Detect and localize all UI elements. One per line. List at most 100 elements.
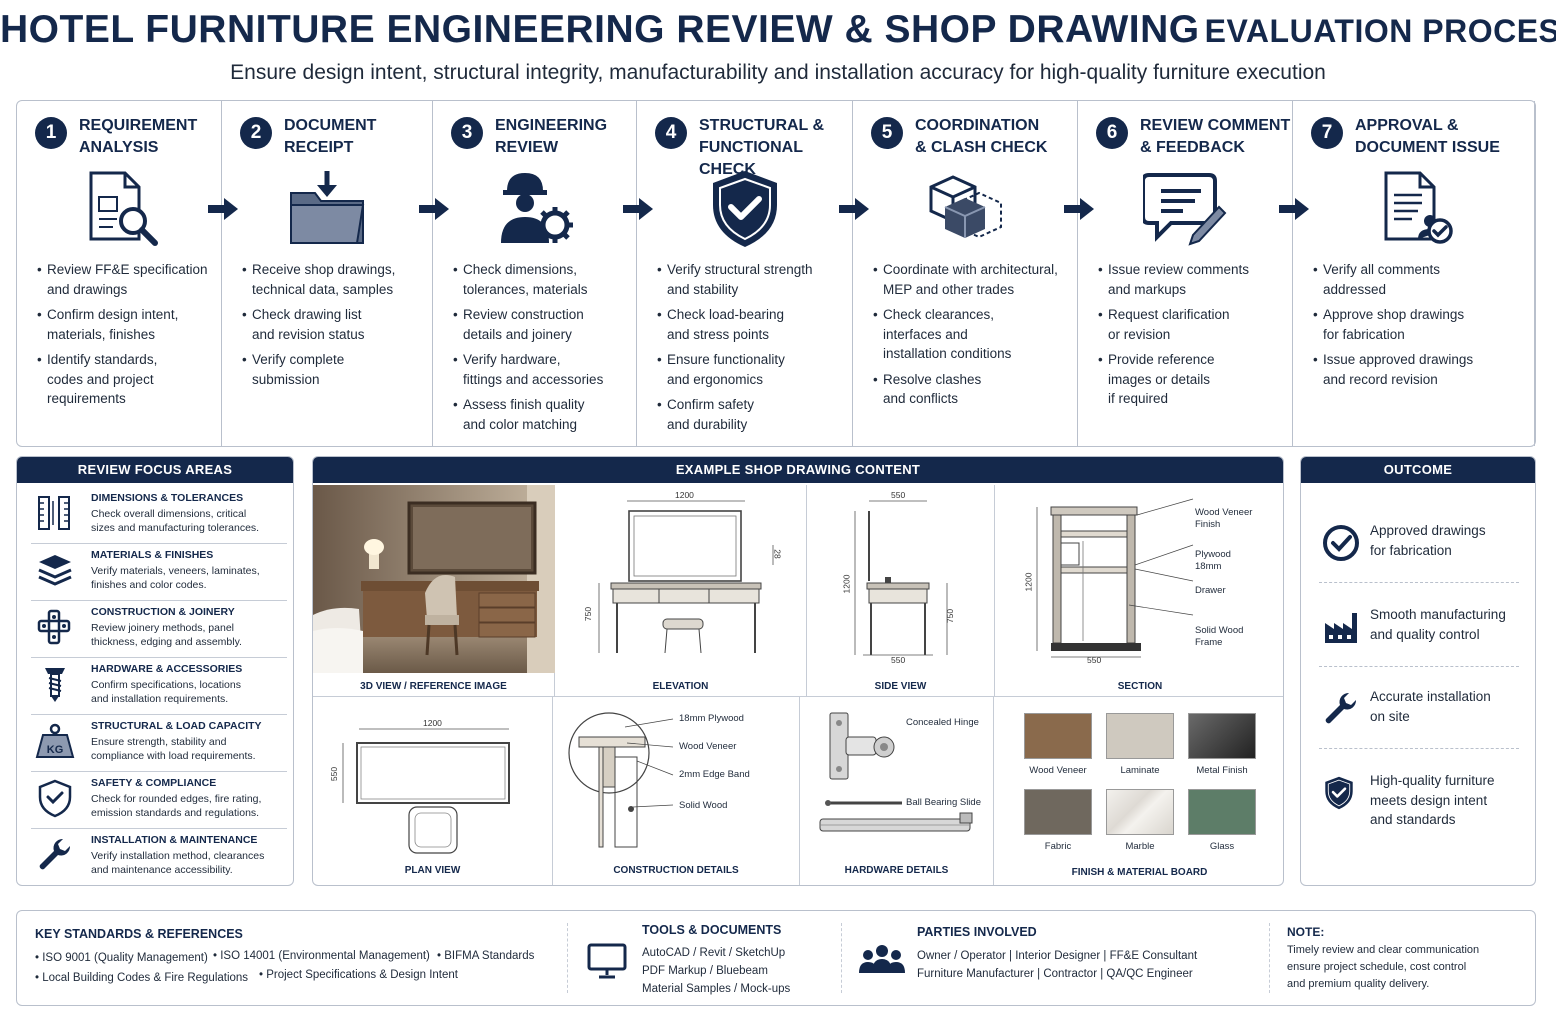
- hardware-details-drawing: [819, 712, 973, 832]
- outcome-text: Smooth manufacturing and quality control: [1370, 607, 1506, 642]
- tools-heading: TOOLS & DOCUMENTS: [642, 923, 782, 937]
- side-view-drawing: [854, 500, 948, 656]
- outcome-item-4: High-quality furniture meets design inte…: [1319, 749, 1519, 845]
- label-section: SECTION: [1117, 681, 1163, 692]
- dim-side-height: 1200: [841, 574, 852, 594]
- page-title: HOTEL FURNITURE ENGINEERING REVIEW & SHO…: [0, 8, 1556, 52]
- label-elevation: ELEVATION: [652, 681, 709, 692]
- safety-shield-icon: [35, 778, 75, 818]
- step-bullet: Receive shop drawings, technical data, s…: [242, 260, 426, 299]
- wrench-icon: [1321, 689, 1357, 725]
- swatch-label: Wood Veneer: [1029, 765, 1087, 776]
- note-heading: NOTE:: [1287, 925, 1325, 939]
- bottom-divider-3: [1269, 923, 1270, 993]
- process-step-4: 4 STRUCTURAL & FUNCTIONAL CHECK Verify str…: [637, 101, 853, 446]
- flow-arrow-icon: [623, 198, 657, 220]
- kg-weight-icon: KG: [35, 721, 75, 761]
- swatch-wood-veneer: [1024, 713, 1092, 759]
- bottom-references: KEY STANDARDS & REFERENCES • ISO 9001 (Q…: [16, 910, 1536, 1006]
- screw-icon: [35, 664, 75, 704]
- construction-note-plywood: 18mm Plywood: [679, 713, 744, 724]
- swatch-laminate: [1106, 713, 1174, 759]
- standard-iso14001: • ISO 14001 (Environmental Management): [213, 950, 430, 962]
- step-bullet: Check load-bearing and stress points: [657, 305, 846, 344]
- title-main: HOTEL FURNITURE ENGINEERING REVIEW & SHO…: [0, 8, 1200, 51]
- elevation-drawing: [598, 500, 774, 654]
- step-number-badge: 2: [240, 117, 272, 149]
- dim-elevation-width: 1200: [675, 490, 694, 500]
- section-note-frame: Solid Wood Frame: [1195, 625, 1244, 648]
- focus-description: Check for rounded edges, fire rating, em…: [91, 793, 262, 819]
- step-bullets: Verify structural strength and stability…: [657, 260, 846, 440]
- cell-construction-details: 18mm Plywood Wood Veneer 2mm Edge Band S…: [553, 697, 800, 885]
- step-title: REQUIREMENT ANALYSIS: [79, 117, 198, 156]
- step-title: STRUCTURAL & FUNCTIONAL CHECK: [699, 117, 825, 178]
- parties-heading: PARTIES INVOLVED: [917, 925, 1037, 939]
- swatch-label: Metal Finish: [1196, 765, 1248, 776]
- standard-bifma: • BIFMA Standards: [437, 950, 535, 962]
- swatch-marble: [1106, 789, 1174, 835]
- step-bullet: Identify standards, codes and project re…: [37, 350, 215, 409]
- swatch-label: Glass: [1209, 841, 1235, 852]
- label-plan-view: PLAN VIEW: [404, 865, 461, 876]
- focus-title: STRUCTURAL & LOAD CAPACITY: [91, 720, 262, 732]
- swatch-label: Laminate: [1120, 765, 1160, 776]
- step-number-badge: 3: [451, 117, 483, 149]
- flow-arrow-icon: [1064, 198, 1098, 220]
- review-focus-panel: REVIEW FOCUS AREAS DIMENSIONS & TOLERANC…: [16, 456, 294, 886]
- focus-title: CONSTRUCTION & JOINERY: [91, 606, 235, 618]
- outcome-panel: OUTCOME Approved drawings for fabricatio…: [1300, 456, 1536, 886]
- key-standards-heading: KEY STANDARDS & REFERENCES: [35, 927, 243, 941]
- step-bullet: Check dimensions, tolerances, materials: [453, 260, 630, 299]
- step-bullet: Assess finish quality and color matching: [453, 395, 630, 434]
- focus-description: Review joinery methods, panel thickness,…: [91, 622, 242, 648]
- cell-side-view: 550 550 1200 750 SIDE VIEW: [807, 485, 995, 697]
- review-focus-heading: REVIEW FOCUS AREAS: [17, 457, 293, 483]
- cell-3d-view: 3D VIEW / REFERENCE IMAGE: [313, 485, 555, 697]
- title-tail: EVALUATION PROCESS: [1204, 13, 1556, 49]
- standard-iso9001: • ISO 9001 (Quality Management): [35, 952, 208, 964]
- step-bullets: Review FF&E specification and drawingsCo…: [37, 260, 215, 415]
- step-bullet: Verify all comments addressed: [1313, 260, 1528, 299]
- standard-building-codes: • Local Building Codes & Fire Regulation…: [35, 972, 249, 984]
- step-bullets: Coordinate with architectural, MEP and o…: [873, 260, 1071, 415]
- step-bullet: Review FF&E specification and drawings: [37, 260, 215, 299]
- swatch-fabric: [1024, 789, 1092, 835]
- focus-title: DIMENSIONS & TOLERANCES: [91, 492, 244, 504]
- outcome-heading: OUTCOME: [1301, 457, 1535, 483]
- bottom-divider-2: [841, 923, 842, 993]
- focus-description: Check overall dimensions, critical sizes…: [91, 508, 260, 534]
- note-text: Timely review and clear communication en…: [1287, 944, 1480, 990]
- step-bullet: Approve shop drawings for fabrication: [1313, 305, 1528, 344]
- swatch-metal-finish: [1188, 713, 1256, 759]
- ruler-icon: [35, 493, 75, 533]
- outcome-item-1: Approved drawings for fabrication: [1319, 501, 1519, 583]
- process-step-2: 2 DOCUMENT RECEIPT Receive shop drawings, …: [222, 101, 433, 446]
- dim-plan-width: 1200: [423, 718, 442, 728]
- step-bullets: Check dimensions, tolerances, materialsR…: [453, 260, 630, 440]
- step-bullet: Verify structural strength and stability: [657, 260, 846, 299]
- step-number-badge: 4: [655, 117, 687, 149]
- document-search-icon: [77, 169, 161, 249]
- document-approved-icon: [1372, 169, 1456, 249]
- parties-section: PARTIES INVOLVED Owner / Operator | Inte…: [843, 911, 1267, 1005]
- section-note-drawer: Drawer: [1195, 585, 1226, 596]
- step-bullet: Review construction details and joinery: [453, 305, 630, 344]
- step-title: DOCUMENT RECEIPT: [284, 117, 377, 156]
- step-bullet: Verify hardware, fittings and accessorie…: [453, 350, 630, 389]
- swatch-label: Marble: [1125, 841, 1155, 852]
- page-subtitle: Ensure design intent, structural integri…: [230, 61, 1326, 84]
- dim-plan-depth: 550: [329, 766, 340, 782]
- focus-description: Verify installation method, clearances a…: [91, 850, 265, 876]
- flow-arrow-icon: [419, 198, 453, 220]
- label-finish-board: FINISH & MATERIAL BOARD: [1071, 867, 1208, 878]
- step-title: ENGINEERING REVIEW: [495, 117, 608, 156]
- section-drawing: [1036, 498, 1194, 658]
